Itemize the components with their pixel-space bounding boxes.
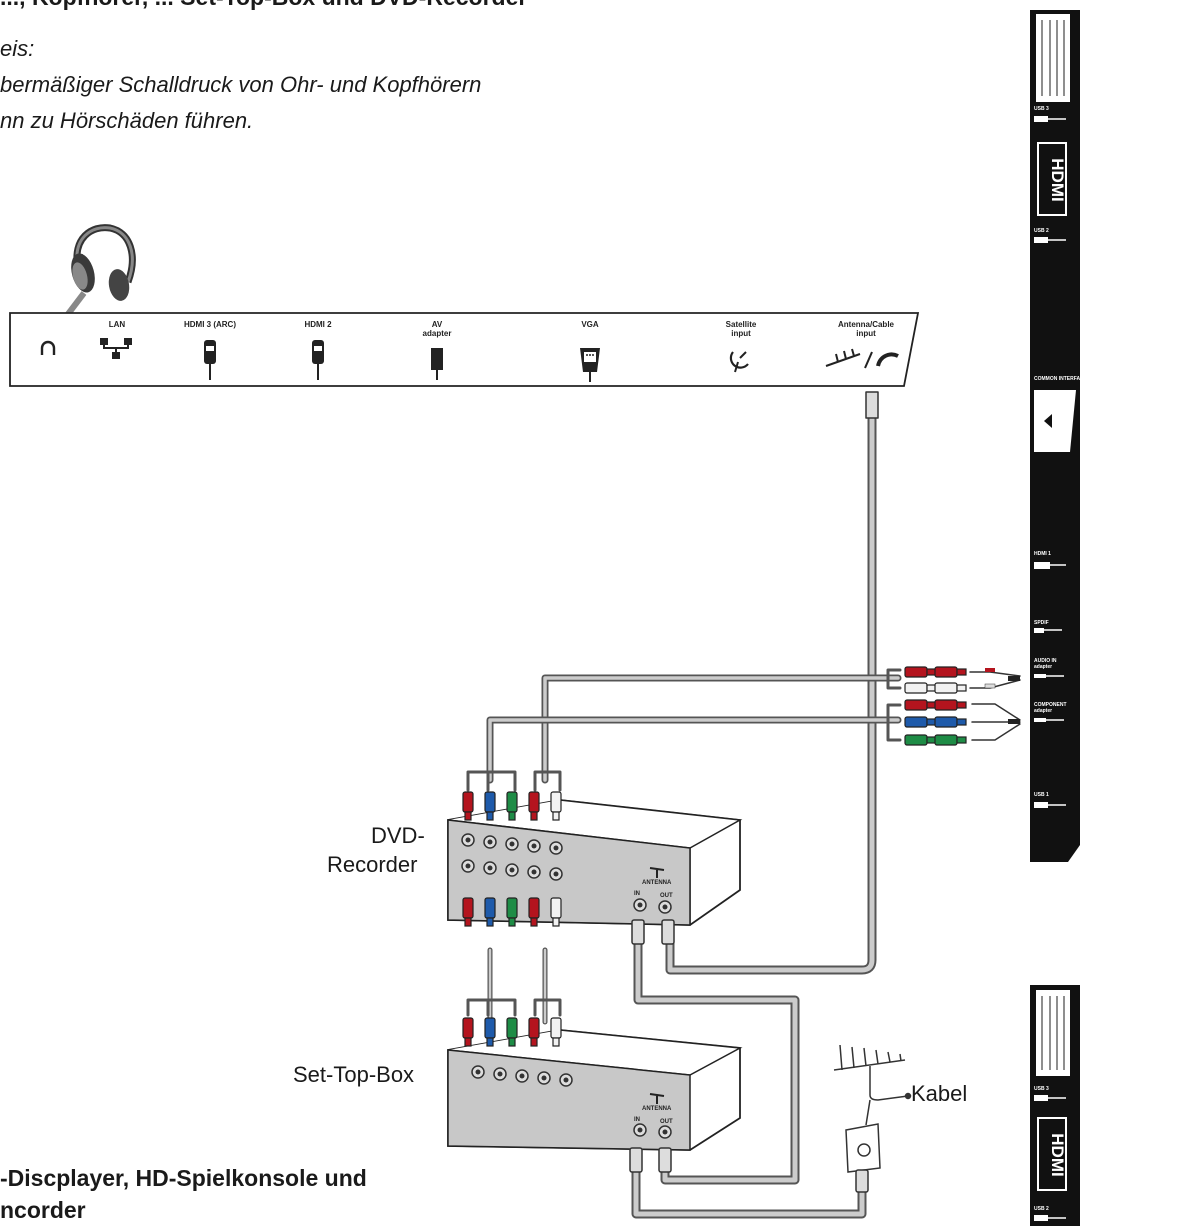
port-label-satellite: Satellite	[726, 320, 757, 329]
antenna-icon	[825, 348, 899, 369]
port-label-hdmi3: HDMI 3 (ARC)	[184, 320, 236, 329]
tv-side-panel: USB 3 HDMI USB 2 COMMON INTERFACE HDMI 1…	[1030, 10, 1088, 862]
adapter-plug-icons	[984, 668, 1020, 724]
dvd-antenna-label: ANTENNA	[642, 880, 672, 886]
port-label-av: AV	[432, 320, 443, 329]
lower-side-port-usb3: USB 3	[1034, 1086, 1049, 1092]
note-text-line1: bermäßiger Schalldruck von Ohr- und Kopf…	[0, 72, 482, 97]
port-label-antenna: Antenna/Cable	[838, 320, 895, 329]
port-label-lan: LAN	[109, 320, 126, 329]
set-top-box-label: Set-Top-Box	[293, 1062, 415, 1087]
dvd-coax-plugs	[631, 919, 675, 945]
stb-antenna-label: ANTENNA	[642, 1106, 672, 1112]
stb-in-label: IN	[634, 1117, 640, 1123]
page-title: ..., Kopfhörer, ... Set-Top-Box und DVD-…	[0, 0, 527, 11]
port-label-satellite-2: input	[731, 329, 751, 338]
cables	[466, 391, 1021, 1219]
side-port-audio: AUDIO IN	[1034, 658, 1057, 664]
port-label-hdmi2: HDMI 2	[304, 320, 332, 329]
side-port-audio-2: adapter	[1034, 664, 1052, 670]
side-port-spdif: SPDIF	[1034, 620, 1049, 626]
side-port-hdmi1: HDMI 1	[1034, 551, 1051, 557]
side-interface-label: COMMON INTERFACE	[1034, 376, 1088, 382]
hdmi-plug-icon	[204, 340, 216, 380]
headphone-jack-icon	[40, 340, 56, 355]
port-label-vga: VGA	[581, 320, 599, 329]
side-port-component-2: adapter	[1034, 708, 1052, 714]
port-label-antenna-2: input	[856, 329, 876, 338]
satellite-dish-icon	[729, 351, 749, 373]
note-heading: eis:	[0, 36, 35, 61]
hdmi-plug-icon	[312, 340, 324, 380]
cable-antenna-label: Kabel	[911, 1081, 968, 1106]
tv-side-panel-lower: USB 3 HDMI USB 2	[1030, 985, 1080, 1226]
wall-socket-icon	[845, 1123, 881, 1193]
side-port-component: COMPONENT	[1034, 702, 1067, 708]
port-label-av-2: adapter	[423, 329, 452, 338]
stb-out-label: OUT	[660, 1119, 673, 1125]
stb-coax-plugs	[629, 1147, 672, 1173]
set-top-box-device: ANTENNA IN OUT	[447, 1029, 743, 1151]
dvd-out-label: OUT	[660, 893, 673, 899]
dvd-recorder-label-line2: Recorder	[327, 852, 418, 877]
cable-antenna-icon	[833, 1044, 912, 1126]
note-text-line2: nn zu Hörschäden führen.	[0, 108, 254, 133]
side-port-usb1: USB 1	[1034, 792, 1049, 798]
section-title-line2: ncorder	[0, 1197, 86, 1223]
rca-plugs-tv-side	[904, 666, 967, 746]
headphones-icon	[59, 224, 136, 324]
hdmi-logo: HDMI	[1037, 142, 1067, 216]
network-icon	[100, 338, 132, 359]
section-title-line1: -Discplayer, HD-Spielkonsole und	[0, 1165, 367, 1191]
side-port-usb3: USB 3	[1034, 106, 1049, 112]
vga-plug-icon	[580, 348, 600, 382]
lower-side-port-usb2: USB 2	[1034, 1206, 1049, 1212]
dvd-recorder-label-line1: DVD-	[371, 823, 425, 848]
tv-back-panel: LAN HDMI 3 (ARC) HDMI 2 AV adapter VGA S…	[9, 312, 920, 387]
dvd-in-label: IN	[634, 891, 640, 897]
side-hdmi-text: HDMI	[1048, 158, 1067, 201]
side-port-usb2: USB 2	[1034, 228, 1049, 234]
av-plug-icon	[431, 348, 443, 380]
lower-side-hdmi-text: HDMI	[1048, 1133, 1067, 1176]
